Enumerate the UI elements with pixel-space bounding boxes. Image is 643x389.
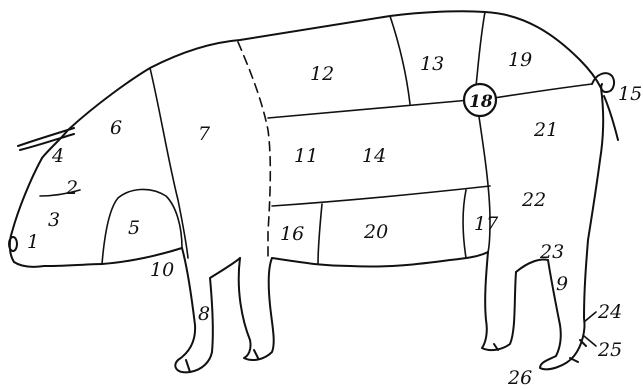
front-leg-far <box>239 258 274 360</box>
cut-label-5: 5 <box>128 217 140 239</box>
cut-label-16: 16 <box>280 223 304 245</box>
cut-label-7: 7 <box>198 123 211 145</box>
divider-6-7 <box>150 68 188 258</box>
divider-belly-top <box>272 186 490 206</box>
belly-line <box>272 252 488 267</box>
cut-label-6: 6 <box>110 117 122 139</box>
cut-label-9: 9 <box>556 273 568 295</box>
divider-13-12 <box>390 16 410 104</box>
cut-label-10: 10 <box>150 259 174 281</box>
cut-label-19: 19 <box>508 49 532 71</box>
cut-label-13: 13 <box>420 53 444 75</box>
cut-number-labels: 1 2 3 4 5 6 7 8 9 10 11 12 13 14 18 15 1… <box>27 49 642 389</box>
divider-19-13 <box>476 12 485 86</box>
cut-label-4: 4 <box>51 145 64 167</box>
tail <box>592 73 618 140</box>
hind-leg-near <box>516 260 585 370</box>
divider-loin-top <box>268 100 470 118</box>
cut-label-14: 14 <box>362 145 386 167</box>
cut-label-20: 20 <box>363 221 388 243</box>
divider-rump-top <box>494 84 592 98</box>
cut-label-3: 3 <box>48 209 60 231</box>
rump-line <box>584 88 603 318</box>
cut-label-24: 24 <box>597 301 622 323</box>
cut-label-2: 2 <box>65 177 78 199</box>
cut-label-22: 22 <box>521 189 546 211</box>
cut-label-12: 12 <box>310 63 334 85</box>
cut-label-15: 15 <box>618 83 642 105</box>
cut-label-11: 11 <box>294 145 318 167</box>
hind-leg-far <box>482 252 516 350</box>
divider-dashed-shoulder <box>238 42 270 258</box>
cut-label-18: 18 <box>469 92 493 112</box>
divider-5-outline <box>102 189 182 264</box>
cut-label-23: 23 <box>539 241 564 263</box>
cut-label-25: 25 <box>597 339 622 361</box>
divider-17-front <box>463 190 466 258</box>
cut-label-26: 26 <box>507 367 532 389</box>
jaw-line <box>14 262 102 267</box>
cut-label-17: 17 <box>474 213 499 235</box>
cut-label-21: 21 <box>533 119 558 141</box>
cut-label-1: 1 <box>27 231 39 253</box>
ear <box>18 128 74 150</box>
divider-16-20 <box>318 204 322 264</box>
cut-label-8: 8 <box>198 303 210 325</box>
leader-24 <box>584 312 596 322</box>
